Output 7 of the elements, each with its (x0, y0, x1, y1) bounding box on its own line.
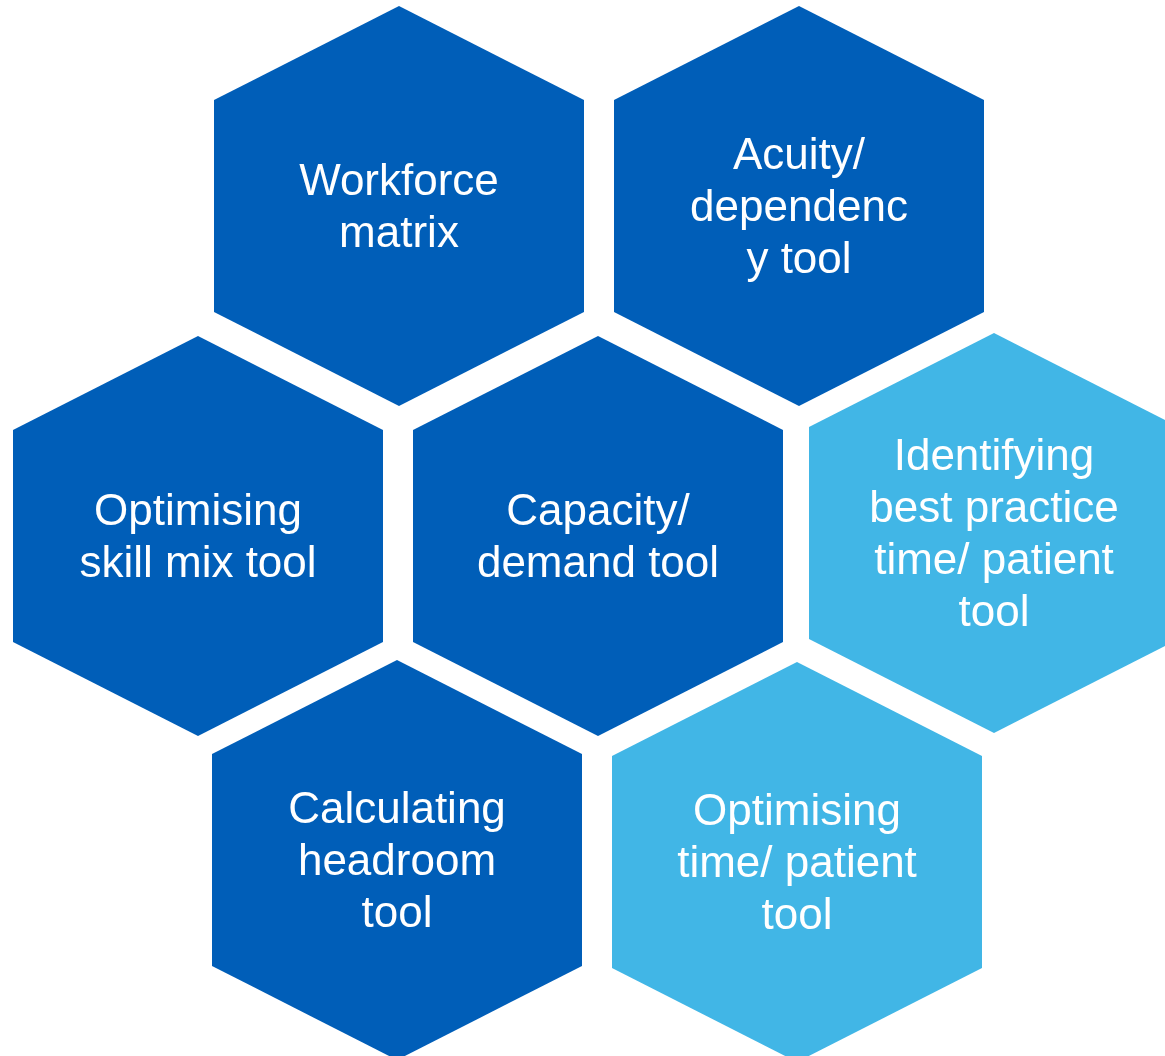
hexagon-label: Calculating headroom tool (287, 782, 507, 938)
hexagon-label: Optimising skill mix tool (78, 484, 318, 588)
hexagon-label: Optimising time/ patient tool (676, 784, 918, 940)
hexagon-label: Capacity/ demand tool (475, 484, 721, 588)
hexagon-label: Workforce matrix (298, 154, 500, 258)
hexagon-label: Identifying best practice time/ patient tool (869, 429, 1119, 637)
hexagon-label: Acuity/ dependenc y tool (689, 128, 909, 284)
